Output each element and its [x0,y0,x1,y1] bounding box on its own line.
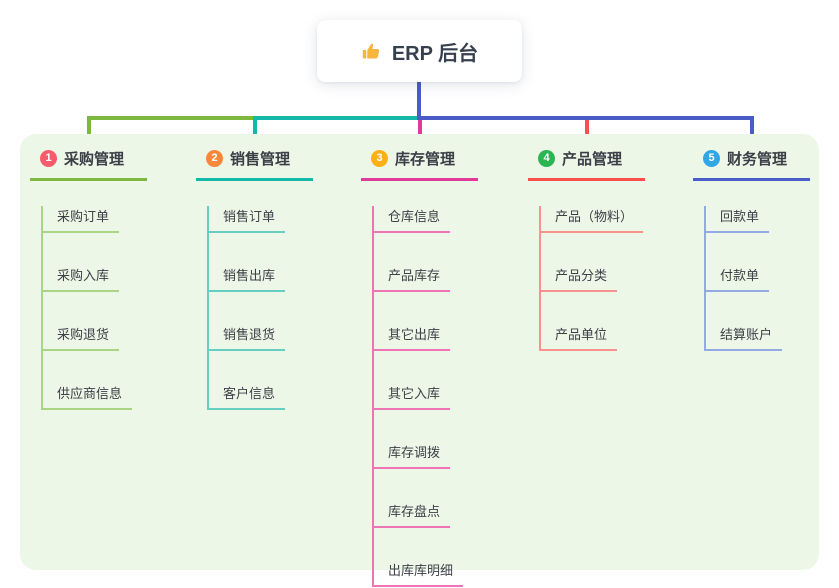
child-node[interactable]: 回款单 [706,206,770,233]
child-node[interactable]: 结算账户 [706,324,783,351]
child-node[interactable]: 客户信息 [209,383,286,410]
branch-number-badge: 5 [703,150,720,167]
root-node[interactable]: ERP 后台 [317,20,522,82]
branches-panel: 1 采购管理采购订单采购入库采购退货供应商信息 2 销售管理销售订单销售出库销售退货客… [20,134,819,587]
child-node[interactable]: 销售出库 [209,265,286,292]
child-node[interactable]: 采购订单 [43,206,120,233]
child-node[interactable]: 产品分类 [541,265,618,292]
child-node[interactable]: 其它入库 [374,383,451,410]
branch-header[interactable]: 2 销售管理 [196,148,313,181]
child-node[interactable]: 供应商信息 [43,383,133,410]
child-node[interactable]: 出库库明细 [374,560,464,587]
branch-children: 采购订单采购入库采购退货供应商信息 [41,206,147,410]
branch-header[interactable]: 5 财务管理 [693,148,810,181]
connector-segment [421,116,754,120]
branch-title: 采购管理 [64,151,125,168]
branch-header[interactable]: 1 采购管理 [30,148,147,181]
branch-header[interactable]: 3 库存管理 [361,148,478,181]
child-node[interactable]: 销售退货 [209,324,286,351]
branch-number-badge: 1 [40,150,57,167]
child-node[interactable]: 产品单位 [541,324,618,351]
child-node[interactable]: 其它出库 [374,324,451,351]
thumbs-up-icon [361,41,382,62]
branch-number-badge: 2 [206,150,223,167]
branch-number-badge: 4 [538,150,555,167]
branch-title: 财务管理 [727,151,788,168]
child-node[interactable]: 采购入库 [43,265,120,292]
branch-header[interactable]: 4 产品管理 [528,148,645,181]
branch-column: 4 产品管理产品（物料） 产品分类产品单位 [528,148,645,351]
child-node[interactable]: 付款单 [706,265,770,292]
branch-children: 仓库信息产品库存其它出库其它入库库存调拨库存盘点出库库明细 [372,206,478,587]
connector-segment [87,116,253,120]
connector-segment [417,82,421,120]
branch-column: 1 采购管理采购订单采购入库采购退货供应商信息 [30,148,147,410]
branch-title: 库存管理 [395,151,456,168]
child-node[interactable]: 销售订单 [209,206,286,233]
branch-column: 2 销售管理销售订单销售出库销售退货客户信息 [196,148,313,410]
root-title: ERP 后台 [391,42,479,65]
child-node[interactable]: 库存盘点 [374,501,451,528]
branch-children: 销售订单销售出库销售退货客户信息 [207,206,313,410]
branch-children: 回款单付款单结算账户 [704,206,810,351]
branch-title: 销售管理 [230,151,291,168]
child-node[interactable]: 产品（物料） [541,206,644,233]
branch-column: 5 财务管理回款单付款单结算账户 [693,148,810,351]
child-node[interactable]: 库存调拨 [374,442,451,469]
child-node[interactable]: 产品库存 [374,265,451,292]
branch-column: 3 库存管理仓库信息产品库存其它出库其它入库库存调拨库存盘点出库库明细 [361,148,478,587]
child-node[interactable]: 仓库信息 [374,206,451,233]
branch-number-badge: 3 [371,150,388,167]
branch-title: 产品管理 [562,151,623,168]
connector-segment [253,116,417,120]
child-node[interactable]: 采购退货 [43,324,120,351]
branch-children: 产品（物料） 产品分类产品单位 [539,206,645,351]
